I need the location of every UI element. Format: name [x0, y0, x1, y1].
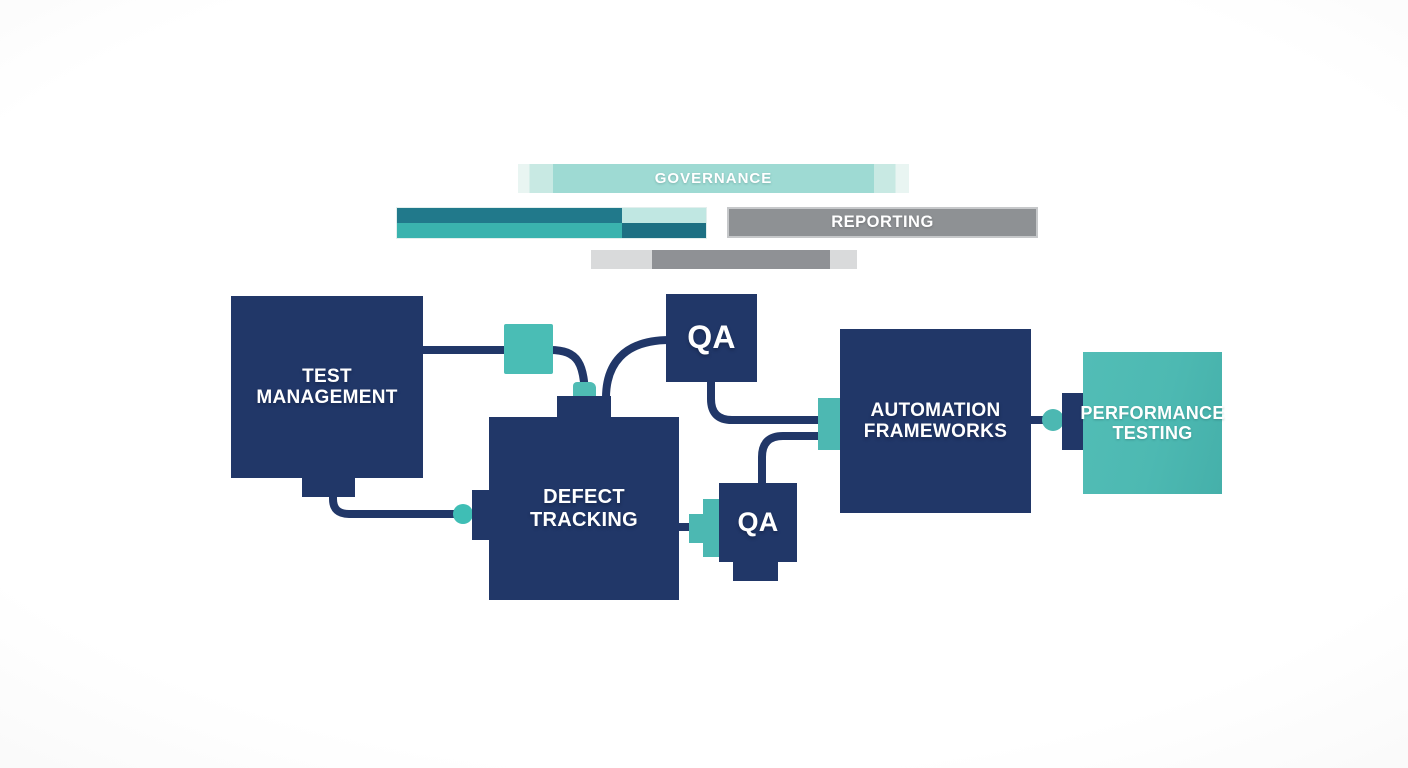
test-management-bottom-tab [302, 478, 355, 497]
reporting-bar-label: REPORTING [831, 213, 934, 231]
test-management-label: TEST MANAGEMENT [231, 296, 423, 478]
teal-quad-bar-top-left [397, 208, 622, 223]
automation-frameworks-label-line2: FRAMEWORKS [863, 421, 1008, 442]
teal-connector-plus-horizontal [689, 514, 703, 543]
connector-test-management-to-defect-tracking-left [329, 490, 478, 518]
teal-quad-bar-bottom-right [622, 223, 706, 238]
automation-frameworks-node [840, 329, 1031, 513]
qa-bottom-node [719, 483, 797, 562]
performance-testing-label-line2: TESTING [1112, 423, 1193, 443]
defect-tracking-label: DEFECT TRACKING [489, 417, 679, 600]
qa-bottom-label-text: QA [737, 507, 779, 538]
automation-frameworks-label-line1: AUTOMATION [870, 399, 1001, 421]
defect-tracking-label-line1: DEFECT [543, 486, 625, 509]
teal-quad-bar-bottom-left [397, 223, 622, 238]
qa-top-label: QA [666, 294, 757, 382]
defect-tracking-node [489, 417, 679, 600]
qa-top-label-text: QA [687, 319, 736, 356]
defect-tracking-left-tab [472, 490, 492, 540]
defect-tracking-label-line2: TRACKING [530, 508, 638, 531]
teal-connector-dot-right [1042, 409, 1064, 431]
connector-qa-bottom-to-automation [758, 432, 826, 486]
reporting-bar: REPORTING [727, 207, 1038, 238]
performance-testing-label-line1: PERFORMANCE [1080, 402, 1225, 423]
connector-defect-tracking-to-qa-top [602, 336, 671, 404]
governance-bar: GOVERNANCE [518, 164, 909, 193]
qa-bottom-tab [733, 562, 778, 581]
defect-tracking-top-tab [557, 396, 611, 421]
teal-connector-square [504, 324, 553, 374]
test-management-node [231, 296, 423, 478]
teal-connector-dot-left [453, 504, 473, 524]
performance-testing-node [1083, 352, 1222, 494]
test-management-label-line2: MANAGEMENT [256, 387, 398, 408]
teal-connector-small-square [573, 382, 596, 398]
governance-bar-label: GOVERNANCE [654, 170, 773, 187]
performance-testing-left-tab [1062, 393, 1086, 450]
teal-quad-bar [396, 207, 707, 239]
teal-connector-plus-vertical [703, 499, 719, 557]
gray-accent-bar [591, 250, 857, 269]
teal-quad-bar-top-right [622, 208, 706, 223]
test-management-label-line1: TEST [302, 365, 352, 387]
connector-qa-top-to-automation [707, 380, 826, 424]
qa-top-node [666, 294, 757, 382]
automation-frameworks-label: AUTOMATION FRAMEWORKS [840, 329, 1031, 513]
qa-bottom-label: QA [719, 483, 797, 562]
performance-testing-label: PERFORMANCE TESTING [1080, 352, 1225, 494]
teal-connector-tab-automation [818, 398, 841, 450]
